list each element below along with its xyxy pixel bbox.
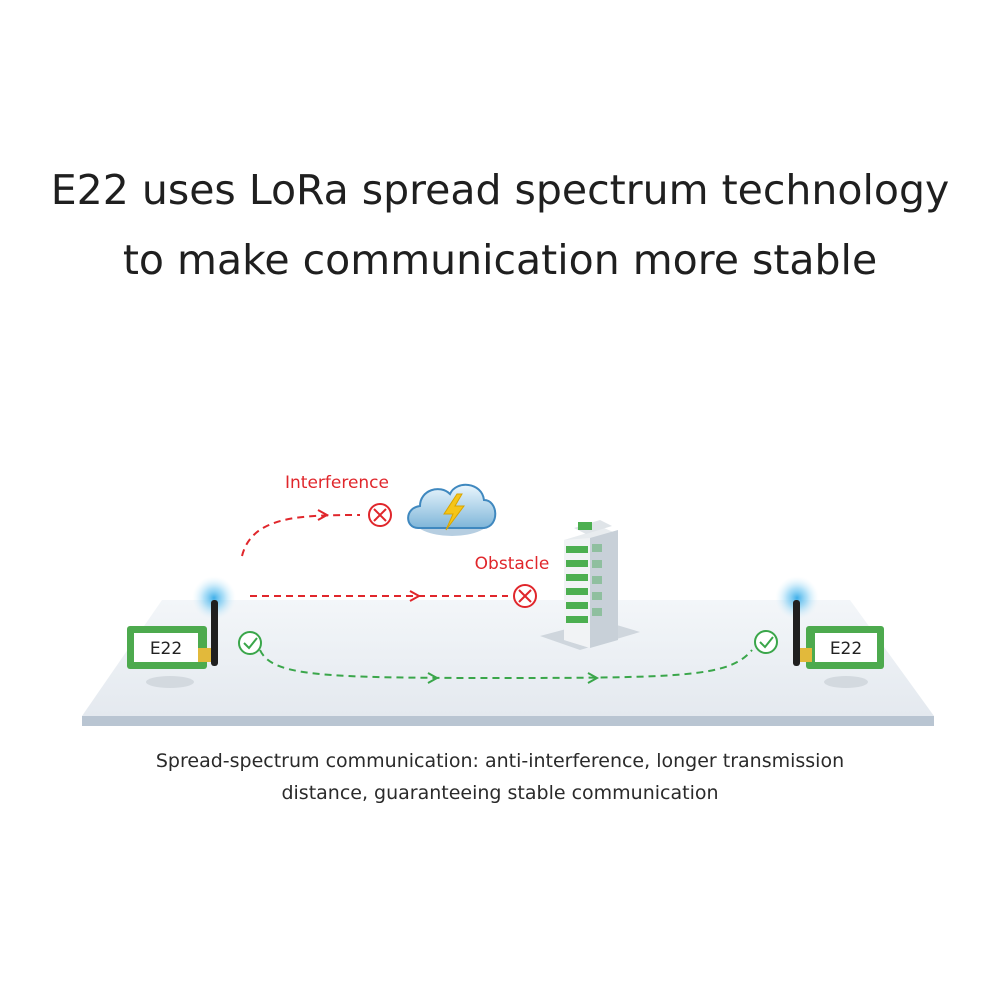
signal-glow-icon xyxy=(775,576,819,620)
building-icon xyxy=(540,520,640,650)
interference-path xyxy=(241,509,361,557)
cross-circle-icon xyxy=(513,584,537,608)
obstacle-label: Obstacle xyxy=(475,554,550,574)
ground-platform xyxy=(82,600,934,726)
left-module-label: E22 xyxy=(150,639,182,659)
headline-line-1: E22 uses LoRa spread spectrum technology xyxy=(50,166,950,214)
antenna-icon xyxy=(211,600,218,666)
right-e22-module: E22 xyxy=(775,576,884,688)
headline-line-2: to make communication more stable xyxy=(122,236,878,284)
caption-line-1: Spread-spectrum communication: anti-inte… xyxy=(155,750,845,772)
interference-label: Interference xyxy=(285,473,389,493)
success-path xyxy=(259,649,753,684)
signal-glow-icon xyxy=(192,576,236,620)
check-circle-icon xyxy=(238,631,262,655)
caption-line-2: distance, guaranteeing stable communicat… xyxy=(281,782,719,804)
cross-circle-icon xyxy=(368,503,392,527)
check-circle-icon xyxy=(754,630,778,654)
lightning-cloud-icon xyxy=(407,484,497,536)
antenna-icon xyxy=(793,600,800,666)
obstacle-path xyxy=(250,590,508,602)
right-module-label: E22 xyxy=(830,639,862,659)
left-e22-module: E22 xyxy=(127,576,236,688)
